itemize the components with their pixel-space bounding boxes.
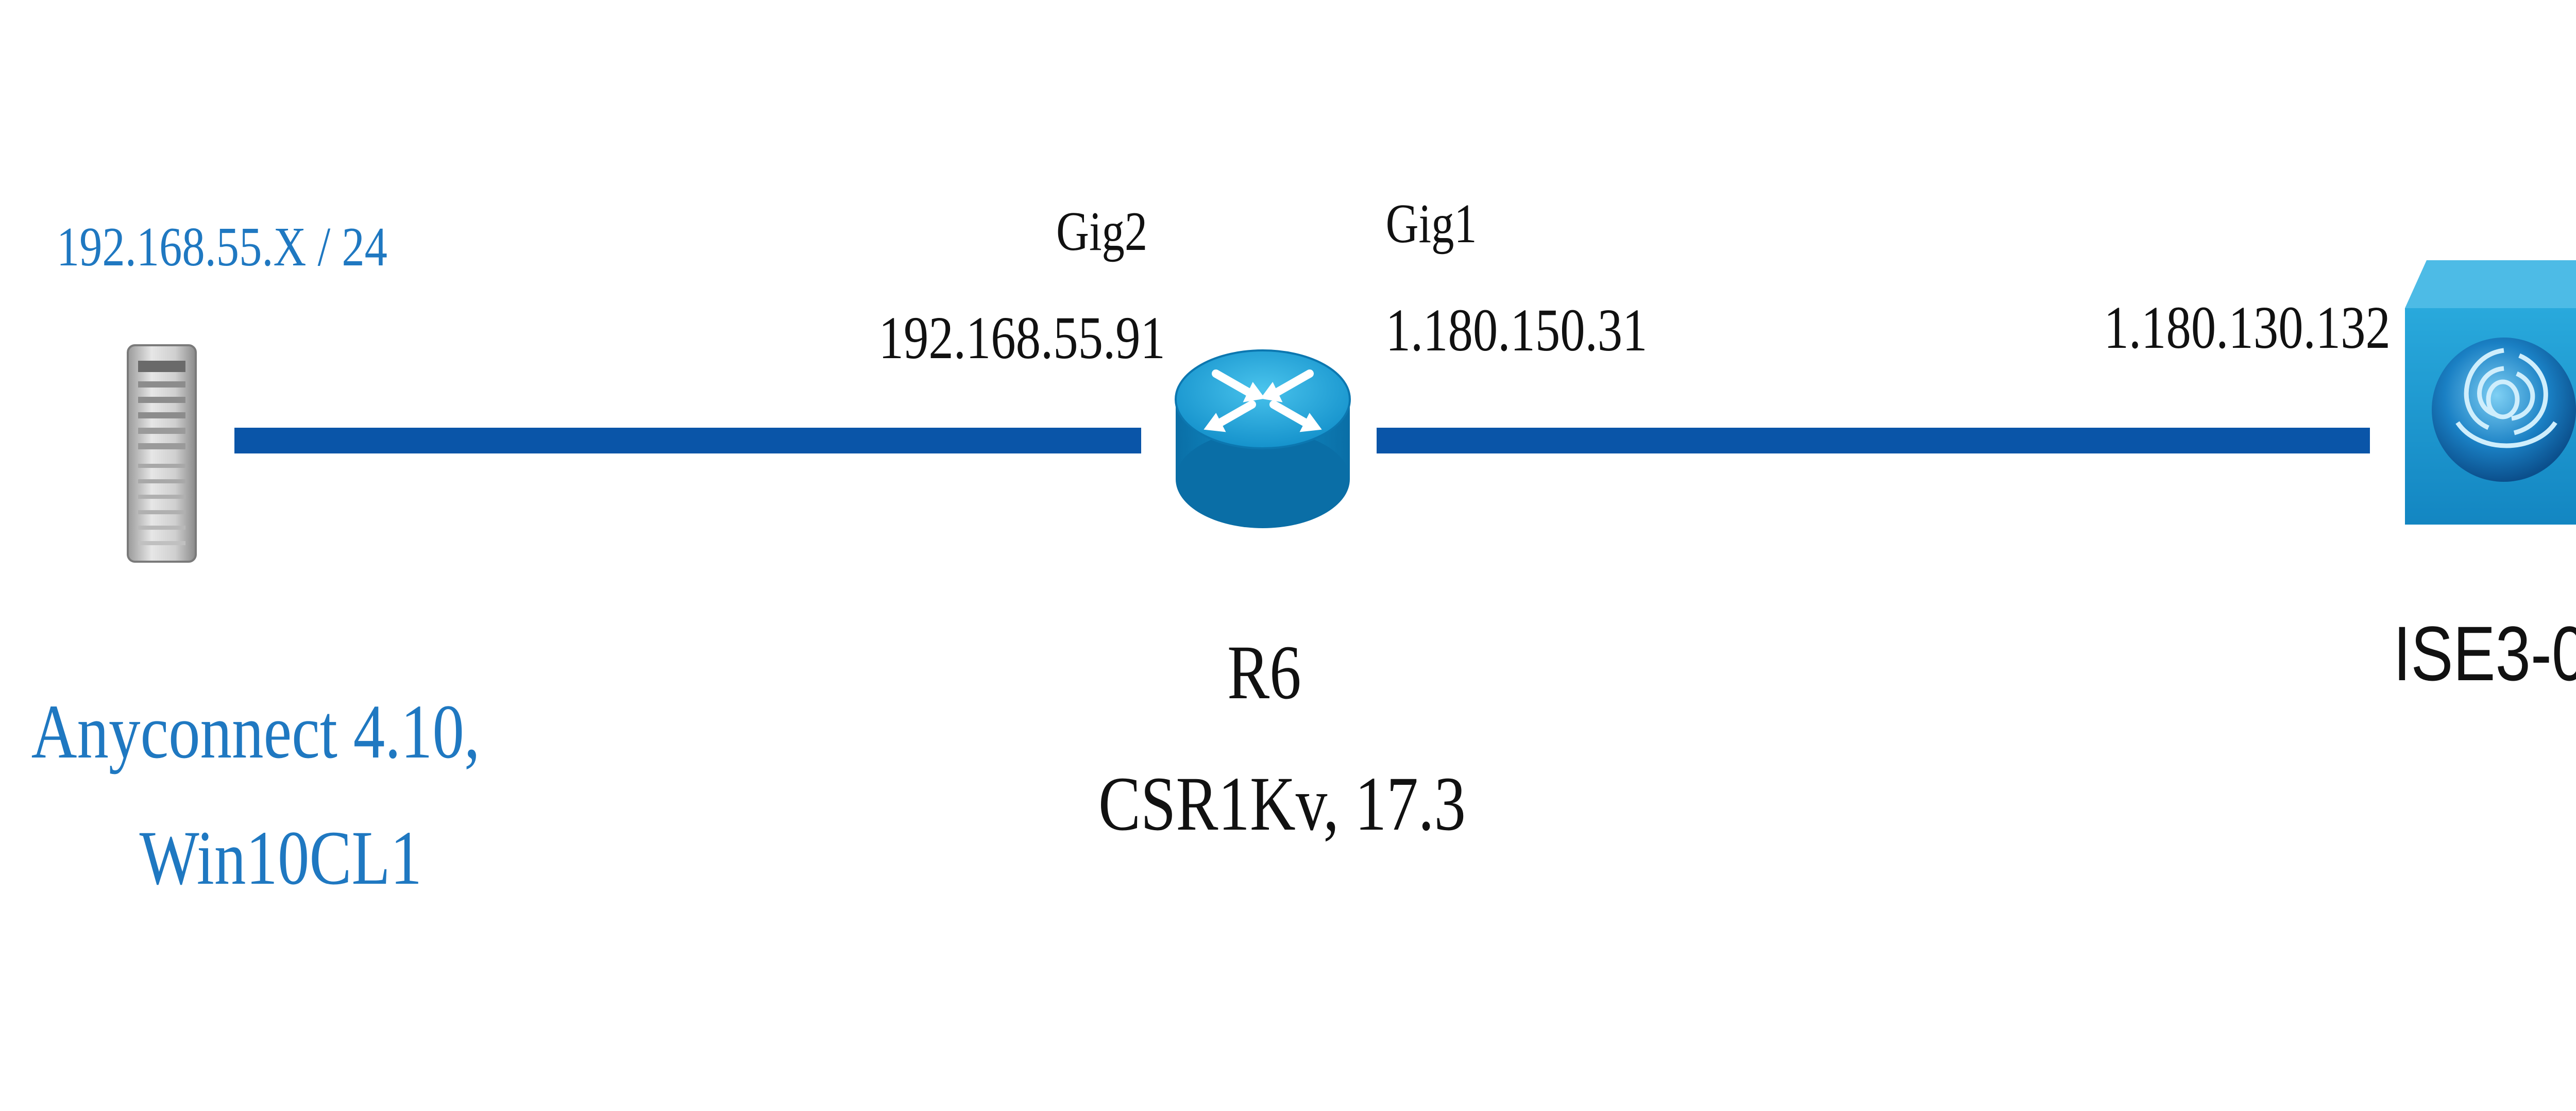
gig1-ip-label: 1.180.150.31 bbox=[1386, 297, 1648, 364]
router-icon bbox=[1175, 349, 1351, 528]
ise-ip-label: 1.180.130.132 bbox=[2104, 294, 2391, 361]
ise-appliance-icon bbox=[2405, 260, 2576, 525]
ise-name-label: ISE3-0-2 bbox=[2393, 611, 2576, 697]
client-name-line1: Anyconnect 4.10, bbox=[31, 689, 480, 775]
client-subnet-label: 192.168.55.X / 24 bbox=[57, 216, 387, 278]
gig2-label: Gig2 bbox=[1056, 201, 1147, 262]
router-model-label: CSR1Kv, 17.3 bbox=[1098, 761, 1466, 847]
router-name-label: R6 bbox=[1227, 630, 1301, 715]
client-name-line2: Win10CL1 bbox=[140, 815, 422, 901]
gig2-ip-label: 192.168.55.91 bbox=[879, 305, 1165, 372]
gig1-label: Gig1 bbox=[1386, 193, 1477, 255]
server-tower-icon bbox=[127, 344, 197, 563]
